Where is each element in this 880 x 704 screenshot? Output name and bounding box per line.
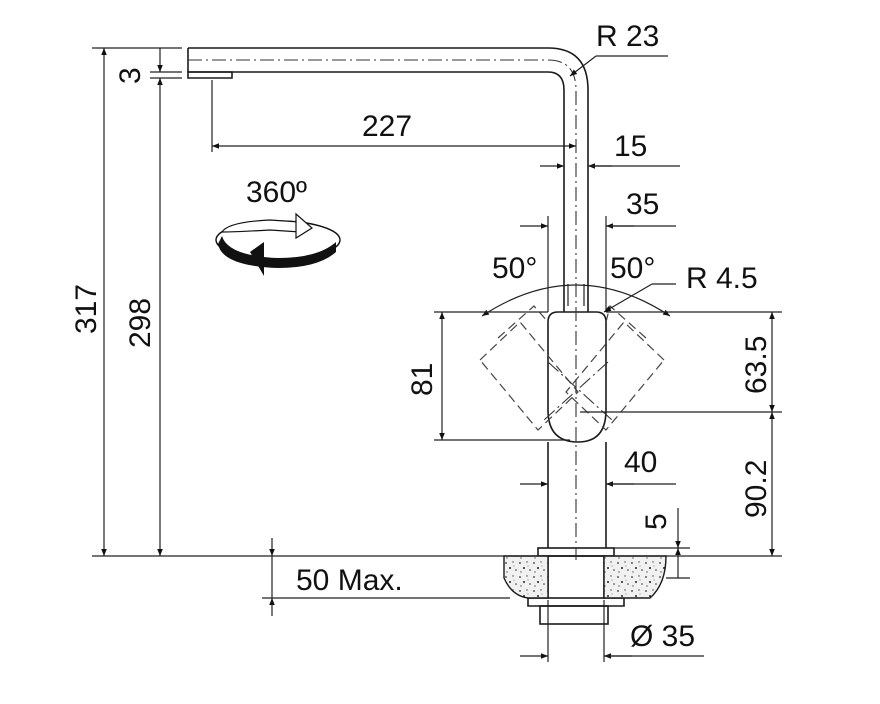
label-15: 15 [614,130,647,163]
faucet-outline [187,47,625,625]
rotation-360-icon [215,212,341,276]
label-5: 5 [640,513,673,530]
label-81: 81 [406,363,439,396]
label-50-right: 50° [610,252,655,285]
label-227: 227 [362,110,412,143]
label-90-2: 90.2 [740,460,773,518]
countertop-section [503,555,667,599]
label-r4-5: R 4.5 [686,262,758,295]
dimension-lines [92,47,782,662]
label-298: 298 [124,298,157,348]
label-317: 317 [70,284,103,334]
dimension-labels: R 23 3 227 15 35 360º 50° 50° R 4.5 317 … [70,20,773,653]
label-63-5: 63.5 [740,336,773,394]
handle-swing-ghosts [479,304,665,431]
label-50-max: 50 Max. [296,564,403,597]
label-40: 40 [624,446,657,479]
label-35-body: 35 [626,188,659,221]
label-50-left: 50° [492,252,537,285]
label-360: 360º [246,176,307,209]
label-r23: R 23 [596,20,659,53]
center-lines [188,59,613,560]
label-dia-35: Ø 35 [630,620,695,653]
label-3: 3 [114,67,147,84]
